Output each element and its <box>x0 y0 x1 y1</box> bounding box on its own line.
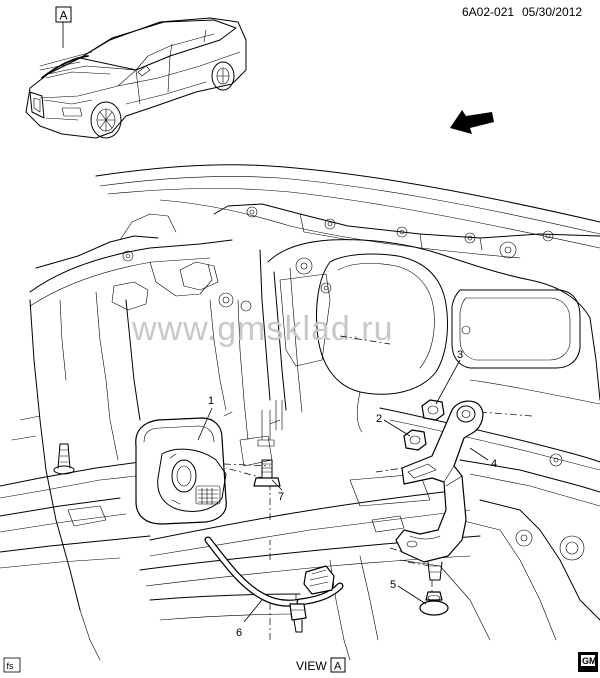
front-direction-arrow: FRT <box>450 110 494 134</box>
callout-number: 3 <box>457 349 463 361</box>
callout-7: 7 <box>271 479 284 503</box>
part-harness <box>204 536 344 633</box>
callout-number: 5 <box>390 579 396 591</box>
front-label: FRT <box>467 114 484 126</box>
part-bracket <box>395 400 484 581</box>
body-structure <box>0 164 600 661</box>
footer-left-code: fs <box>3 657 21 673</box>
callout-number: 4 <box>491 458 497 470</box>
part-nut-5 <box>419 591 449 616</box>
callout-3: 3 <box>435 349 463 405</box>
watermark: www.gmsklad.ru <box>131 310 394 348</box>
diagram-code: 6A02-021 <box>462 5 514 19</box>
gm-logo: GM <box>578 652 598 672</box>
view-marker-letter: A <box>60 9 68 23</box>
callout-number: 6 <box>236 627 242 639</box>
callout-2: 2 <box>376 413 411 437</box>
callout-6: 6 <box>236 599 263 639</box>
part-module <box>135 417 227 525</box>
view-label-letter: A <box>334 661 342 673</box>
footer-code-text: fs <box>7 661 15 671</box>
view-a-label: VIEW A <box>296 657 346 673</box>
callout-number: 7 <box>278 491 284 503</box>
callout-5: 5 <box>390 579 427 605</box>
view-marker-a: A <box>55 6 72 48</box>
gm-logo-text: GM <box>582 656 597 666</box>
view-label-text: VIEW <box>296 659 327 673</box>
part-stud <box>253 399 283 487</box>
diagram-date: 05/30/2012 <box>522 5 582 19</box>
part-nut-2 <box>403 429 427 451</box>
callout-4: 4 <box>469 447 497 470</box>
callout-number: 1 <box>208 395 214 407</box>
part-nut-3 <box>421 399 445 421</box>
callout-number: 2 <box>376 413 382 425</box>
callout-1: 1 <box>197 395 214 441</box>
vehicle-thumbnail <box>25 17 247 139</box>
